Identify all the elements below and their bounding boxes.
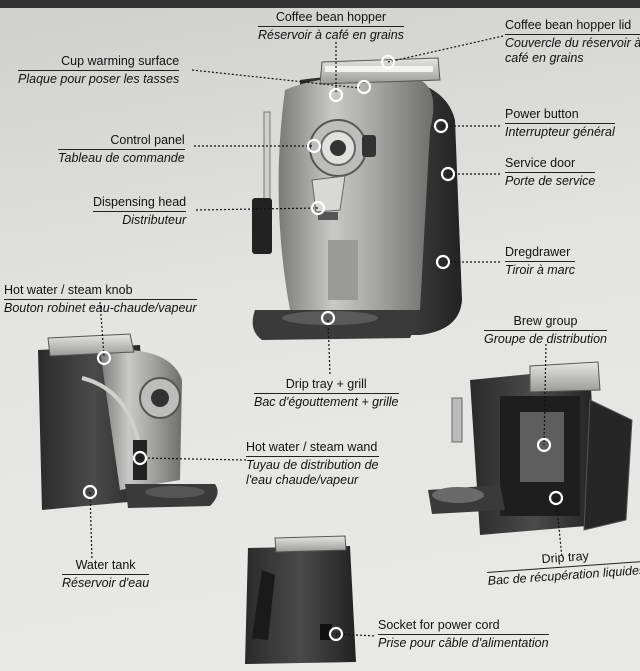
label-control-panel: Control panel Tableau de commande — [58, 133, 185, 166]
label-en: Dispensing head — [93, 195, 187, 212]
label-en: Dregdrawer — [505, 245, 576, 262]
label-drip-tray-grill: Drip tray + grill Bac d'égouttement + gr… — [254, 377, 399, 410]
label-coffee-bean-hopper-lid: Coffee bean hopper lid Couvercle du rése… — [505, 18, 640, 66]
label-fr: Prise pour câble d'alimentation — [378, 636, 549, 650]
label-en: Cup warming surface — [18, 54, 180, 71]
label-fr: Porte de service — [505, 174, 596, 188]
label-service-door: Service door Porte de service — [505, 156, 596, 189]
label-fr: Plaque pour poser les tasses — [18, 72, 180, 86]
label-fr: Bac d'égouttement + grille — [254, 395, 399, 409]
label-hot-water-steam-knob: Hot water / steam knob Bouton robinet ea… — [4, 283, 197, 316]
label-fr: Couvercle du réservoir à — [505, 36, 640, 50]
label-power-button: Power button Interrupteur général — [505, 107, 615, 140]
label-fr: Interrupteur général — [505, 125, 615, 139]
label-fr: Distributeur — [122, 213, 187, 227]
label-en: Service door — [505, 156, 596, 173]
main-machine — [252, 57, 462, 340]
callout-circles — [82, 54, 564, 642]
label-en: Socket for power cord — [378, 618, 549, 635]
label-fr: Tiroir à marc — [505, 263, 576, 277]
label-water-tank: Water tank Réservoir d'eau — [62, 558, 150, 591]
leader-lines — [89, 35, 563, 637]
label-fr-line2: café en grains — [505, 51, 584, 65]
label-hot-water-steam-wand: Hot water / steam wand Tuyau de distribu… — [246, 440, 379, 488]
label-en: Coffee bean hopper lid — [505, 18, 640, 35]
label-fr: Réservoir à café en grains — [258, 28, 404, 42]
label-en: Hot water / steam wand — [246, 440, 379, 457]
label-fr: Réservoir d'eau — [62, 576, 150, 590]
label-en: Water tank — [62, 558, 150, 575]
label-socket-power-cord: Socket for power cord Prise pour câble d… — [378, 618, 549, 651]
label-fr: Bouton robinet eau-chaude/vapeur — [4, 301, 197, 315]
label-en: Drip tray + grill — [254, 377, 399, 394]
label-en: Power button — [505, 107, 615, 124]
label-brew-group: Brew group Groupe de distribution — [484, 314, 607, 347]
label-cup-warming-surface: Cup warming surface Plaque pour poser le… — [18, 54, 180, 87]
label-en: Brew group — [484, 314, 607, 331]
left-machine — [38, 333, 218, 510]
label-en: Hot water / steam knob — [4, 283, 197, 300]
right-machine — [428, 361, 633, 535]
top-edge-band — [0, 0, 640, 8]
label-dregdrawer: Dregdrawer Tiroir à marc — [505, 245, 576, 278]
label-coffee-bean-hopper: Coffee bean hopper Réservoir à café en g… — [258, 10, 404, 43]
label-fr: Tableau de commande — [58, 151, 185, 165]
label-fr: Tuyau de distribution de — [246, 458, 379, 472]
label-fr-line2: l'eau chaude/vapeur — [246, 473, 359, 487]
label-en: Control panel — [58, 133, 185, 150]
label-dispensing-head: Dispensing head Distributeur — [93, 195, 187, 228]
label-fr: Groupe de distribution — [484, 332, 607, 346]
bottom-machine — [245, 535, 356, 664]
label-en: Coffee bean hopper — [258, 10, 404, 27]
